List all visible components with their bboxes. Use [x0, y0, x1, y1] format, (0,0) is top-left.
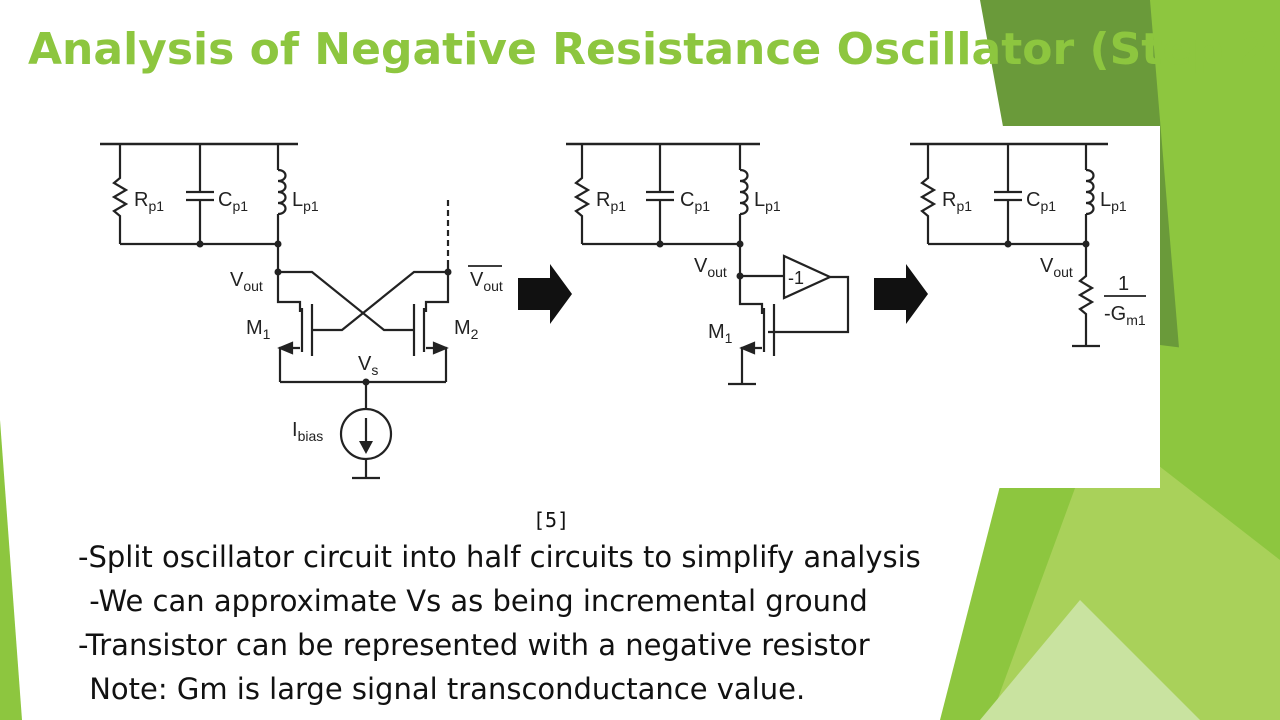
label-lp1: Lp1: [292, 189, 319, 214]
citation-reference: [5]: [533, 508, 570, 532]
arrow-right-icon: [874, 264, 928, 324]
circuit-figure-panel: [70, 126, 1160, 488]
label-m1: M1: [708, 321, 733, 346]
bullet-split-circuit: -Split oscillator circuit into half circ…: [78, 540, 921, 574]
bullet-vs-ground: -We can approximate Vs as being incremen…: [80, 584, 868, 618]
label-lp1: Lp1: [1100, 189, 1127, 214]
label-rp1: Rp1: [942, 189, 972, 214]
label-rp1: Rp1: [596, 189, 626, 214]
label-one: 1: [1118, 273, 1129, 295]
arrow-right-icon: [518, 264, 572, 324]
label-vout: Vout: [1040, 255, 1073, 280]
label-cp1: Cp1: [680, 189, 710, 214]
label-m1: M1: [246, 317, 271, 342]
label-ibias: Ibias: [292, 419, 323, 444]
circuit-half-amplifier: [566, 142, 850, 386]
label-rp1: Rp1: [134, 189, 164, 214]
label-vs: Vs: [358, 353, 378, 378]
slide-title: Analysis of Negative Resistance Oscillat…: [28, 24, 1280, 75]
label-vout: Vout: [230, 269, 263, 294]
label-neg-gm1: -Gm1: [1104, 303, 1146, 328]
bullet-note-gm: Note: Gm is large signal transconductanc…: [80, 672, 806, 706]
label-gain: -1: [788, 268, 804, 288]
label-lp1: Lp1: [754, 189, 781, 214]
label-cp1: Cp1: [218, 189, 248, 214]
label-vout: Vout: [694, 255, 727, 280]
label-m2: M2: [454, 317, 479, 342]
label-vout-bar: Vout: [470, 269, 503, 294]
circuit-full-oscillator: [100, 142, 452, 480]
label-cp1: Cp1: [1026, 189, 1056, 214]
circuit-negative-resistor: [910, 142, 1146, 348]
bullet-negative-resistor: -Transistor can be represented with a ne…: [78, 628, 870, 662]
